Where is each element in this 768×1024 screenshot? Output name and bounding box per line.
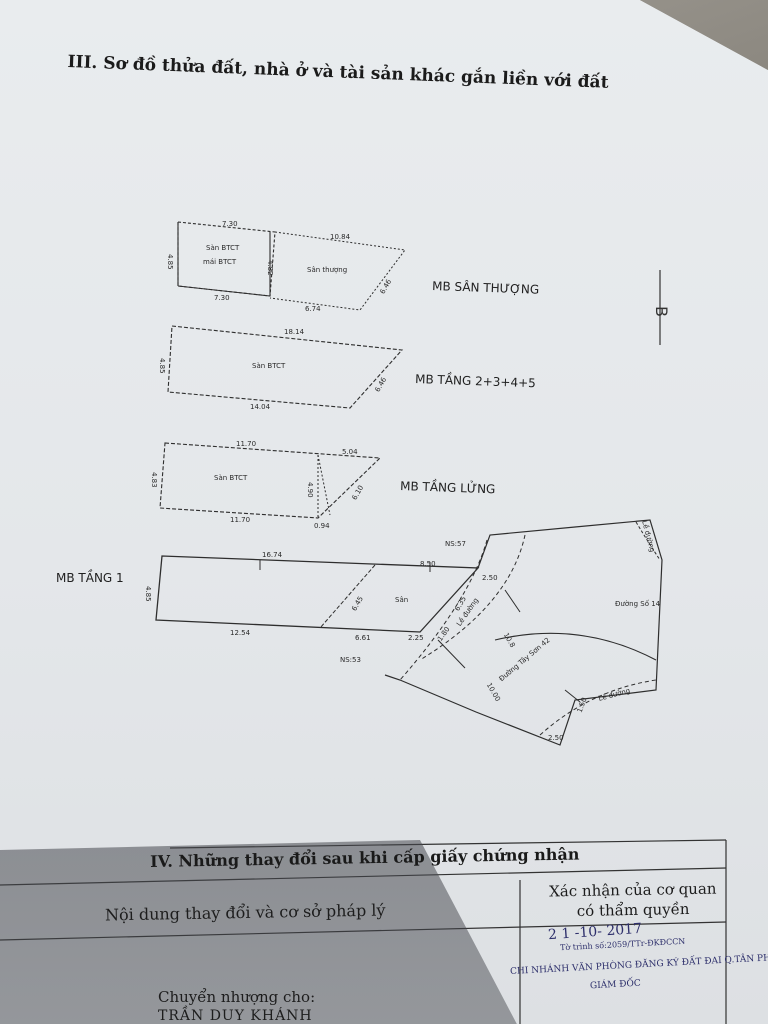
street-label: Đường Số 14 <box>615 600 661 608</box>
dim-text: 16.74 <box>262 551 283 559</box>
dim-text: 6.61 <box>355 634 371 642</box>
dim-text: 10.84 <box>330 233 351 241</box>
transfer-label: Chuyển nhượng cho: <box>158 988 316 1006</box>
dim-text: 5.04 <box>342 448 358 456</box>
dim-text: 11.70 <box>236 440 256 448</box>
floor-label: MB SÂN THƯỢNG <box>432 278 540 297</box>
room-label: Sàn BTCT <box>252 362 286 370</box>
neighbor-label: NS:53 <box>340 656 361 664</box>
dim-text: 7.30 <box>222 220 238 228</box>
column-header-confirmation: Xác nhận của cơ quan có thẩm quyền <box>538 878 729 921</box>
dim-text: 11.70 <box>230 516 250 524</box>
dim-text: 14.04 <box>250 403 271 411</box>
dim-text: 6.74 <box>305 305 321 313</box>
dim-text: 12.54 <box>230 629 251 637</box>
dim-text: 8.50 <box>420 560 436 568</box>
dim-text: 1.50 <box>576 696 589 713</box>
room-label: Sân <box>395 596 408 604</box>
dim-text: 4.85 <box>158 358 166 374</box>
dim-text: 4.85 <box>166 254 174 270</box>
dim-text: 6.45 <box>350 595 365 613</box>
dim-text: 6.46 <box>379 277 394 295</box>
dim-text: 0.94 <box>314 522 330 530</box>
floor-label: MB TẦNG 2+3+4+5 <box>415 370 536 390</box>
dim-text: 10.8 <box>502 632 517 650</box>
dim-text: 18.14 <box>284 328 305 336</box>
room-label: Sàn BTCT <box>214 474 248 482</box>
dim-text: 4.82 <box>266 260 274 276</box>
neighbor-label: NS:57 <box>445 540 466 548</box>
street-label: Lề đường <box>598 687 631 703</box>
dim-text: 6.46 <box>374 375 389 393</box>
column-header-line: có thẩm quyền <box>576 900 690 920</box>
dim-text: 6.10 <box>351 484 366 502</box>
column-header-line: Xác nhận của cơ quan <box>549 879 717 901</box>
photo-shadow <box>0 840 520 1024</box>
rooftop-plan: 7.30 10.84 7.30 6.74 4.85 4.82 6.46 Sàn … <box>166 220 539 313</box>
ground-floor-plan: 16.74 8.50 12.54 6.61 2.25 4.85 6.45 6.3… <box>56 519 663 746</box>
room-label: Sân thượng <box>307 266 347 274</box>
dim-text: 1.80 <box>436 625 451 642</box>
dim-text: 2.50 <box>548 734 564 742</box>
dim-text: 2.50 <box>482 574 498 582</box>
room-label: Sàn BTCT <box>206 244 240 252</box>
street-label: Đường Tây Sơn 42 <box>498 636 552 683</box>
dim-text: 2.25 <box>408 634 424 642</box>
north-label: B <box>652 306 671 317</box>
room-label: mái BTCT <box>203 258 237 266</box>
mezzanine-plan: 11.70 5.04 11.70 0.94 4.83 4.90 6.10 Sàn… <box>150 440 496 530</box>
street-label: Lề đường <box>640 520 656 553</box>
upper-floors-plan: 18.14 14.04 4.85 6.46 Sàn BTCT MB TẦNG 2… <box>158 325 536 411</box>
floor-label: MB TẦNG LỬNG <box>400 477 496 496</box>
dim-text: 7.30 <box>214 294 230 302</box>
dim-text: 4.90 <box>306 482 314 498</box>
dim-text: 4.85 <box>144 586 152 602</box>
north-marker: B <box>652 270 671 345</box>
floor-label: MB TẦNG 1 <box>56 569 124 585</box>
dim-text: 10.00 <box>485 682 502 703</box>
dim-text: 4.83 <box>150 472 158 488</box>
buyer-name: TRẦN DUY KHÁNH <box>158 1008 313 1024</box>
